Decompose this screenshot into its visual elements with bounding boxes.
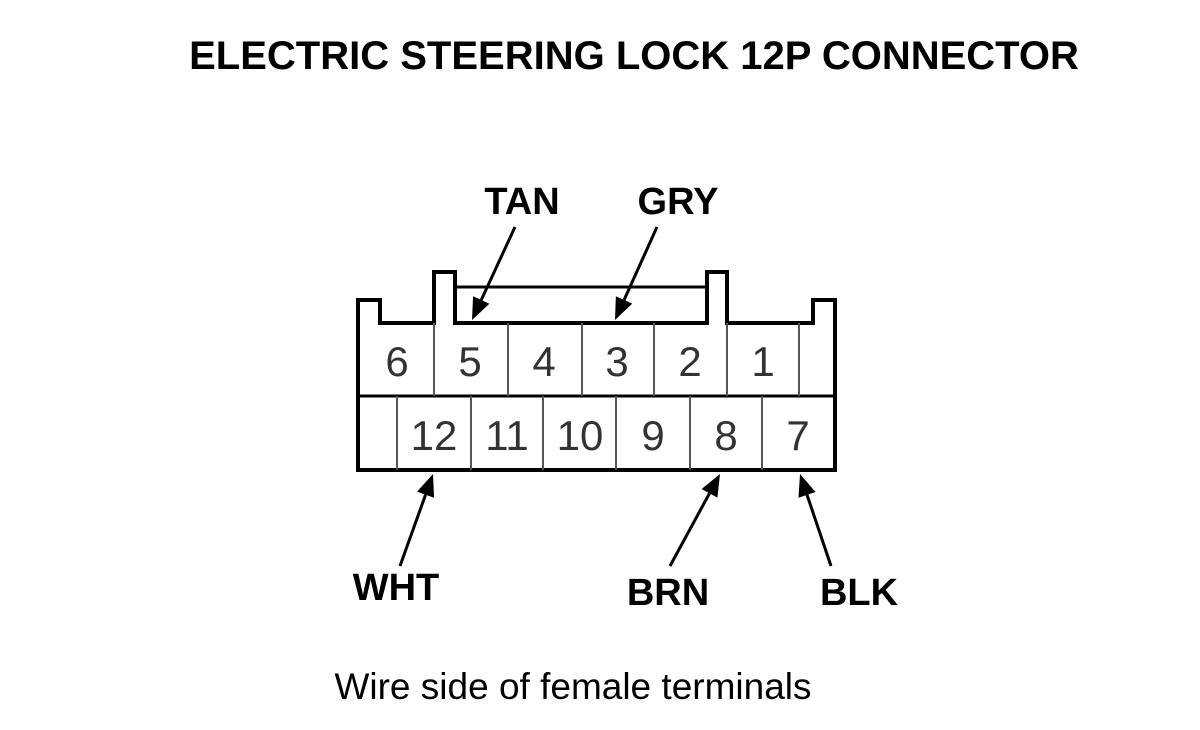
housing-outline	[356, 270, 837, 472]
pin-6: 6	[385, 338, 408, 385]
pin-5: 5	[458, 338, 481, 385]
pin-10: 10	[557, 412, 604, 459]
arrow-brn-head	[701, 474, 720, 498]
pin-7: 7	[786, 412, 809, 459]
wire-labels: TAN GRY WHT BRN BLK	[353, 181, 899, 614]
arrow-blk-line	[805, 494, 833, 567]
wire-label-tan: TAN	[484, 181, 559, 223]
bottom-row-pins: 12 11 10 9 8 7	[411, 412, 810, 459]
top-row-dividers	[433, 323, 800, 396]
diagram-title: ELECTRIC STEERING LOCK 12P CONNECTOR	[189, 34, 1079, 78]
wire-arrows	[398, 226, 833, 567]
connector-housing	[356, 270, 837, 472]
top-row-pins: 6 5 4 3 2 1	[385, 338, 774, 385]
pin-4: 4	[532, 338, 555, 385]
arrow-tan-head	[472, 296, 490, 320]
pin-11: 11	[485, 412, 529, 459]
pin-12: 12	[411, 412, 458, 459]
arrow-gry-head	[615, 296, 633, 320]
pin-9: 9	[641, 412, 664, 459]
pin-2: 2	[678, 338, 701, 385]
arrow-tan-line	[479, 226, 517, 301]
arrow-wht-head	[417, 474, 435, 498]
arrow-gry-line	[622, 226, 659, 301]
wire-label-brn: BRN	[627, 572, 709, 614]
wire-label-gry: GRY	[638, 181, 719, 223]
pin-8: 8	[714, 412, 737, 459]
arrow-wht-line	[398, 494, 427, 567]
pin-3: 3	[605, 338, 628, 385]
pin-1: 1	[751, 338, 774, 385]
diagram-caption: Wire side of female terminals	[334, 666, 811, 707]
bottom-row-dividers	[396, 396, 763, 470]
wire-label-blk: BLK	[820, 572, 899, 614]
wire-label-wht: WHT	[353, 567, 440, 609]
arrow-brn-line	[668, 492, 711, 567]
arrow-blk-head	[798, 474, 816, 498]
